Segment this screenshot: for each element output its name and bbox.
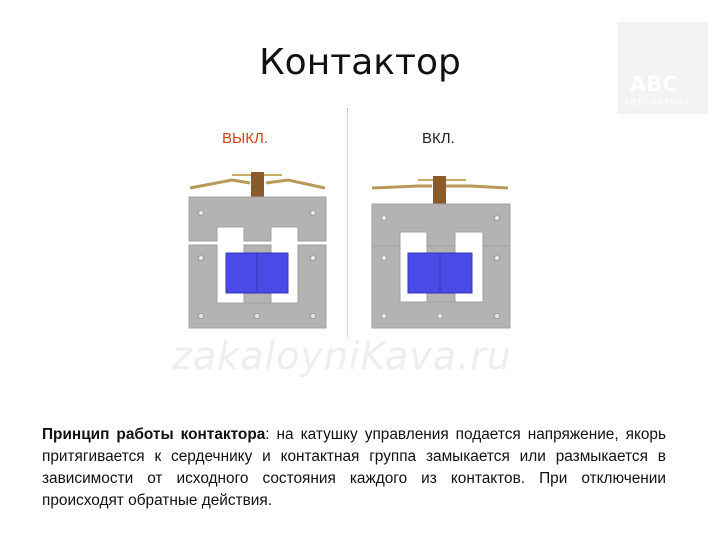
logo-text: АВС	[630, 72, 679, 96]
contact-spring-left-icon	[189, 178, 251, 190]
description-body: : на катушку управления подается напряже…	[42, 426, 666, 509]
armature-upper-icon	[371, 203, 511, 247]
page-title: Контактор	[259, 42, 461, 83]
watermark: zakaloyniKava.ru	[172, 334, 512, 378]
core-lower-icon	[371, 245, 511, 329]
state-label-on: ВКЛ.	[422, 130, 455, 147]
state-label-off: ВЫКЛ.	[222, 130, 269, 147]
logo-block	[618, 22, 708, 114]
contact-spring-left-icon	[371, 184, 432, 190]
contact-spring-right-icon	[446, 184, 509, 190]
description-term: Принцип работы контактора	[42, 426, 266, 443]
armature-upper-icon	[188, 196, 327, 242]
contactor-on	[371, 176, 511, 329]
contact-spring-right-icon	[265, 178, 326, 190]
logo-subtext: АВТОМАТИКА	[624, 98, 691, 107]
divider-line	[347, 108, 348, 338]
description-paragraph: Принцип работы контактора: на катушку уп…	[42, 424, 666, 512]
core-lower-icon	[188, 244, 327, 329]
contactor-off	[188, 172, 327, 329]
